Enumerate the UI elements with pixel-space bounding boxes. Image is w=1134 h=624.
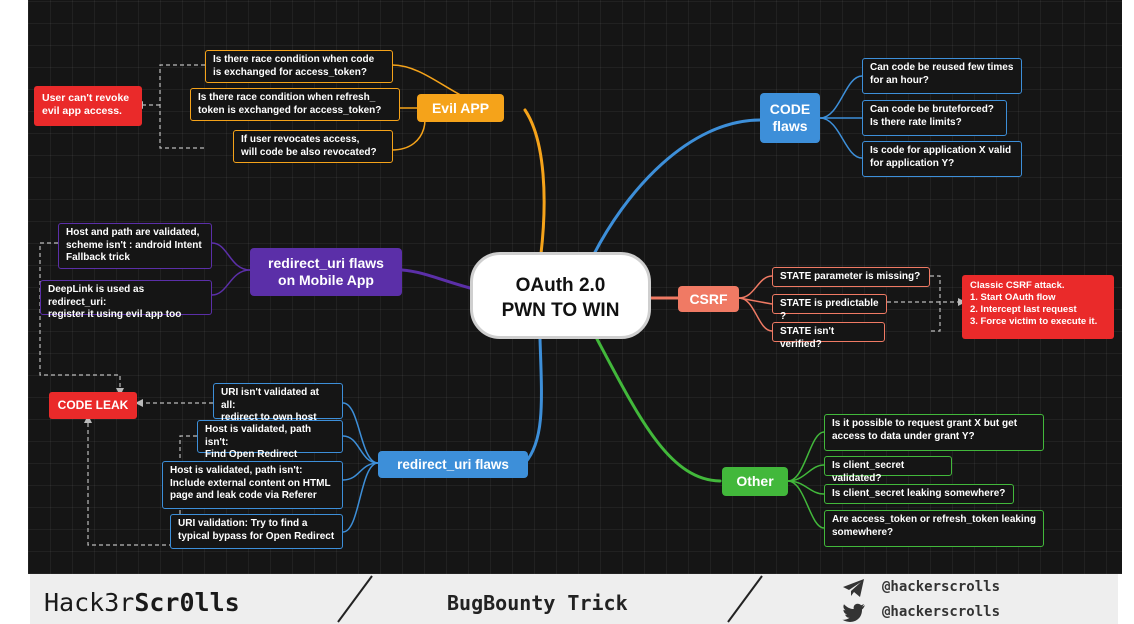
other-item-2: Is client_secret validated? <box>824 456 952 484</box>
twitter-handle: @hackerscrolls <box>882 604 1001 620</box>
mobile-item-2: DeepLink is used as redirect_uri: regist… <box>40 280 212 320</box>
redirect-item-3: Host is validated, path isn't: Include e… <box>162 461 343 509</box>
mobile-item-1: Host and path are validated, scheme isn'… <box>58 223 212 269</box>
code-flaws-item-1: Can code be reused few times for an hour… <box>862 58 1022 94</box>
branch-code-flaws: CODE flaws <box>760 93 820 143</box>
central-topic: OAuth 2.0 PWN TO WIN <box>470 252 651 339</box>
other-item-4: Are access_token or refresh_token leakin… <box>824 510 1044 547</box>
redirect-item-4: URI validation: Try to find a typical by… <box>170 514 343 549</box>
connector-evil-app <box>523 108 546 264</box>
branch-other: Other <box>722 467 788 496</box>
connector-mobile <box>400 268 472 290</box>
branch-evil-app: Evil APP <box>417 94 504 122</box>
twitter-icon <box>842 603 865 622</box>
telegram-handle: @hackerscrolls <box>882 579 1001 595</box>
code-flaws-item-3: Is code for application X valid for appl… <box>862 141 1022 177</box>
csrf-item-3: STATE isn't verified? <box>772 322 885 350</box>
footer-tagline: BugBounty Trick <box>447 591 628 615</box>
telegram-icon <box>843 579 864 597</box>
code-leak-note: CODE LEAK <box>49 392 137 419</box>
branch-redirect-uri: redirect_uri flaws <box>378 451 528 478</box>
branch-mobile-app: redirect_uri flaws on Mobile App <box>250 248 402 296</box>
brand-part-2: Scr0lls <box>134 588 240 617</box>
other-item-1: Is it possible to request grant X but ge… <box>824 414 1044 451</box>
csrf-item-1: STATE parameter is missing? <box>772 267 930 287</box>
footer-dividers <box>337 575 763 623</box>
branch-csrf: CSRF <box>678 286 739 312</box>
footer-bar <box>30 574 1118 624</box>
csrf-item-2: STATE is predictable ? <box>772 294 887 322</box>
connector-code-flaws <box>588 118 762 264</box>
evil-app-item-2: Is there race condition when refresh_ to… <box>190 88 400 121</box>
code-flaws-item-2: Can code be bruteforced? Is there rate l… <box>862 100 1007 136</box>
other-item-3: Is client_secret leaking somewhere? <box>824 484 1014 504</box>
evil-app-item-3: If user revocates access, will code be a… <box>233 130 393 163</box>
redirect-item-1: URI isn't validated at all: redirect to … <box>213 383 343 423</box>
connector-other <box>595 337 722 483</box>
redirect-item-2: Host is validated, path isn't: Find Open… <box>197 420 343 460</box>
evil-app-note: User can't revoke evil app access. <box>34 86 142 126</box>
brand-part-1: Hack3r <box>44 588 135 617</box>
csrf-note: Classic CSRF attack. 1. Start OAuth flow… <box>962 275 1114 339</box>
connector-redirect <box>523 337 543 465</box>
brand-logo: Hack3rScr0lls <box>44 588 240 618</box>
evil-app-item-1: Is there race condition when code is exc… <box>205 50 393 83</box>
